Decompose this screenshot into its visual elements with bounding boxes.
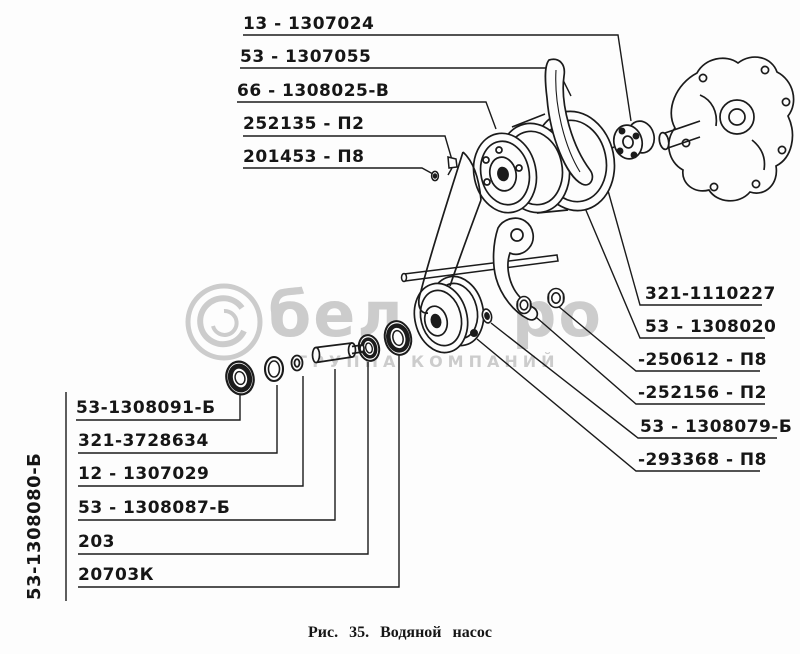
- part-label-250612: -250612 - П8: [638, 350, 767, 370]
- bolt-252135: [447, 156, 458, 176]
- part-label-252156: -252156 - П2: [638, 383, 767, 403]
- fasteners-right: [469, 287, 565, 337]
- part-label-53-1307055: 53 - 1307055: [240, 47, 372, 67]
- part-label-20703k: 20703К: [78, 565, 155, 585]
- part-label-12-1307029: 12 - 1307029: [78, 464, 210, 484]
- belt-main: [418, 151, 482, 314]
- washer-201453: [430, 170, 440, 182]
- part-label-13-1307024: 13 - 1307024: [243, 14, 375, 34]
- part-label-53-1308087: 53 - 1308087-Б: [78, 498, 231, 518]
- tension-pulley: [413, 275, 485, 354]
- hub-flange: [601, 120, 656, 160]
- lock-ring: [263, 355, 285, 383]
- part-label-66-1308025: 66 - 1308025-В: [237, 81, 390, 101]
- part-label-252135: 252135 - П2: [243, 114, 365, 134]
- spindle-shaft: [311, 342, 365, 364]
- part-label-53-1308091: 53-1308091-Б: [76, 398, 216, 418]
- part-label-203: 203: [78, 532, 115, 552]
- part-label-321-1110227: 321-1110227: [645, 284, 776, 304]
- figure-caption: Рис. 35. Водяной насос: [308, 624, 492, 641]
- bearing-203: [383, 320, 413, 356]
- part-label-53-1308080-vertical: 53-1308080-Б: [24, 452, 45, 600]
- nut-252156: [516, 295, 532, 315]
- part-label-53-1308079: 53 - 1308079-Б: [640, 417, 793, 437]
- belt-upper: [544, 58, 594, 186]
- part-label-201453: 201453 - П8: [243, 147, 365, 167]
- bracket-arm: [492, 217, 539, 321]
- nut-250612: [547, 287, 565, 309]
- part-label-321-3728634: 321-3728634: [78, 431, 209, 451]
- bearing-front: [225, 360, 255, 396]
- spacer-ring: [290, 354, 304, 372]
- part-label-293368: -293368 - П8: [638, 450, 767, 470]
- pump-housing: [658, 56, 795, 202]
- part-label-53-1308020: 53 - 1308020: [645, 317, 777, 337]
- shaft-parts: [225, 320, 413, 396]
